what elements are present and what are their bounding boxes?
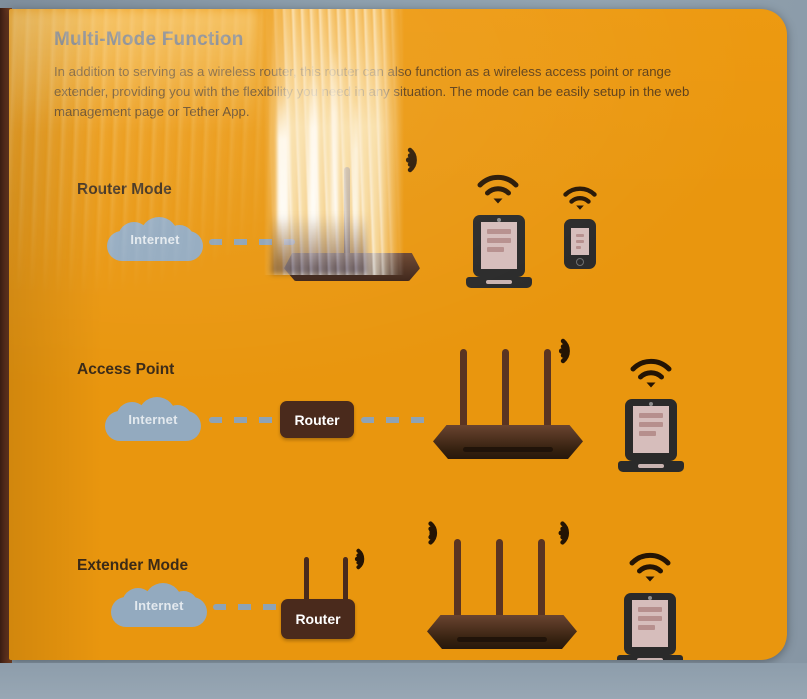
signal-waves-right-icon [554, 334, 588, 368]
router-body [284, 253, 420, 281]
cloud-body [111, 597, 207, 627]
photo-background-surface [0, 663, 807, 699]
cloud-icon-access-point: Internet [105, 397, 201, 443]
router-antenna [538, 539, 545, 623]
dashed-link-internet-to-routerbox [209, 417, 279, 423]
laptop-lid [624, 593, 676, 655]
router-body [427, 615, 577, 649]
laptop-screen [632, 600, 668, 647]
wifi-icon-laptop [628, 551, 672, 583]
signal-waves-right-icon [351, 545, 379, 573]
screen-line [638, 616, 662, 621]
cloud-body [105, 411, 201, 441]
screen-line [638, 625, 655, 630]
laptop-camera [649, 402, 653, 406]
upstream-router-box: Router [281, 599, 355, 639]
laptop-trackpad-notch [486, 280, 512, 284]
cloud-label-internet: Internet [134, 598, 184, 613]
router-vent-slot [457, 637, 547, 642]
mode-row-access-point: Access Point Internet Router [9, 338, 787, 472]
header-block: Multi-Mode Function In addition to servi… [54, 29, 724, 122]
router-antenna [454, 539, 461, 623]
dashed-link-internet-to-routerbox [213, 604, 279, 610]
signal-waves-right-icon [401, 143, 435, 177]
page-description: In addition to serving as a wireless rou… [54, 64, 690, 119]
signal-waves-right-icon [554, 517, 586, 549]
laptop-screen [633, 406, 669, 453]
dashed-link-routerbox-to-ap [361, 417, 433, 423]
screen-line [487, 247, 504, 252]
mode-label-access-point: Access Point [77, 361, 175, 378]
tablet-screen [571, 228, 589, 255]
router-icon-1-antenna [284, 159, 420, 281]
router-vent-slot [463, 447, 553, 452]
package-front-panel: Multi-Mode Function In addition to servi… [9, 9, 787, 660]
router-icon-3-antenna [427, 529, 577, 649]
router-icon-3-antenna [433, 339, 583, 459]
laptop-camera [497, 218, 501, 222]
screen-line [576, 246, 581, 249]
cloud-label-internet: Internet [128, 412, 178, 427]
laptop-trackpad-notch [638, 464, 664, 468]
laptop-deck [617, 655, 683, 660]
laptop-lid [625, 399, 677, 461]
dashed-link-internet-to-router [209, 239, 295, 245]
laptop-camera [648, 596, 652, 600]
upstream-router-box: Router [280, 401, 354, 438]
laptop-screen [481, 222, 517, 269]
mode-row-router: Router Mode Internet [9, 147, 787, 289]
wifi-icon-laptop [476, 173, 520, 205]
laptop-trackpad-notch [637, 658, 663, 660]
cloud-icon-router-mode: Internet [107, 217, 203, 263]
mode-row-extender: Extender Mode Internet Router [9, 509, 787, 660]
screen-line [487, 238, 511, 243]
router-antenna [344, 167, 350, 259]
mode-label-router: Router Mode [77, 181, 172, 198]
screen-line [639, 413, 663, 418]
signal-waves-left-icon [407, 517, 439, 549]
router-antenna [544, 349, 551, 433]
upstream-router-antenna [343, 557, 348, 607]
screen-line [487, 229, 511, 234]
mode-label-extender: Extender Mode [77, 557, 189, 574]
upstream-router-antenna [304, 557, 309, 607]
page-title: Multi-Mode Function [54, 29, 244, 50]
screen-line [576, 234, 584, 237]
router-antenna [460, 349, 467, 433]
tablet-icon [564, 219, 596, 269]
cloud-label-internet: Internet [130, 232, 180, 247]
screen-line [638, 607, 662, 612]
wifi-icon-laptop [629, 357, 673, 389]
screen-line [639, 422, 663, 427]
router-body [433, 425, 583, 459]
screen-line [576, 240, 584, 243]
wifi-icon-tablet [562, 184, 598, 211]
screen-line [639, 431, 656, 436]
laptop-lid [473, 215, 525, 277]
router-antenna [502, 349, 509, 433]
router-antenna [496, 539, 503, 623]
cloud-body [107, 231, 203, 261]
cloud-icon-extender: Internet [111, 583, 207, 629]
tablet-home-button [576, 258, 584, 266]
